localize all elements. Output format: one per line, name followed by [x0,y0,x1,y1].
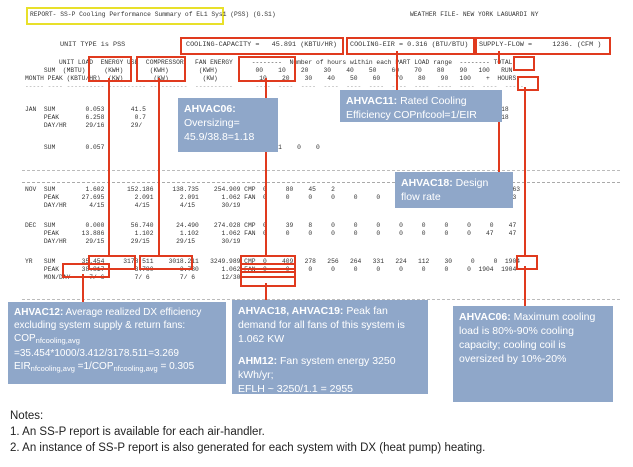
cooling-capacity: COOLING-CAPACITY = 45.891 (KBTU/HR) [186,41,337,49]
unit-load-highlight [88,56,132,82]
oversize-connector [524,266,526,306]
callout-ahvac12-text: Average realized DX efficiency excluding… [14,307,202,344]
callout-ahvac12-title: AHVAC12: [14,307,64,318]
header-line-4: ----- ---- ---------- ---------- -------… [25,83,524,90]
callout-ahvac18-text: Design flow rate [401,177,489,203]
yr-fan-date-highlight [240,271,296,287]
note-item-1: 1. An SS-P report is available for each … [10,426,265,438]
header-line-3: MONTH PEAK (KBTU/HR) (KW) (KW) (KW) 10 2… [25,75,517,82]
callout-ahvac11-title: AHVAC11: [346,95,398,107]
callout-ahvac12: AHVAC12: Average realized DX efficiency … [8,302,226,384]
cooling-eir: COOLING-EIR = 0.316 (BTU/BTU) [350,41,469,49]
part-load-90-highlight [517,76,539,91]
cooling-eir-connector [396,51,398,91]
callout-ahm12-text: Fan system energy 3250 kWh/yr; [238,355,396,381]
yr-energy-highlight [139,255,193,270]
report-title-highlight [26,7,224,25]
energy-use-highlight [136,56,186,82]
callout-ahvac06b-title: AHVAC06: [459,311,511,323]
header-line-2: SUM (MBTU) (KWH) (KWH) (KWH) 00 10 20 30… [25,67,513,74]
callout-ahvac11: AHVAC11: Rated Cooling Efficiency COPnfc… [340,90,502,122]
yr-peak-highlight [62,263,110,278]
callout-ahvac18-flow: AHVAC18: Design flow rate [395,172,513,208]
energy-use-connector [158,78,160,255]
dec-dayhr-row: DAY/HR 29/15 29/15 29/15 30/19 [25,238,241,245]
callout-ahvac18-19-ahm12: AHVAC18, AHVAC19: Peak fan demand for al… [232,300,428,395]
callout-ahm12-title: AHM12: [238,355,278,367]
unit-load-connector [108,78,110,255]
unit-type: UNIT TYPE is PSS [60,41,126,49]
cooling-eir-highlight [346,37,475,55]
callout-ahvac06-title: AHVAC06: [184,103,236,115]
supply-flow: SUPPLY-FLOW = 1236. (CFM ) [479,41,602,49]
header-line-1: UNIT LOAD ENERGY USE COMPRESSOR FAN ENER… [25,59,513,66]
fan-energy-connector [265,78,267,255]
callout-ahvac12-eir-mid: =1/COP [74,361,114,372]
yr-fan-peak-highlight [240,263,296,278]
note-item-2: 2. An instance of SS-P report is also ge… [10,442,486,454]
peak-connector [82,274,84,302]
callout-ahvac18-title: AHVAC18: [401,177,453,189]
part-load-connector [524,87,526,255]
fan-energy-highlight [238,56,296,82]
callout-ahvac06b-text: Maximum cooling load is 80%-90% cooling … [459,311,596,365]
callout-ahvac11-text: Rated Cooling Efficiency COPnfcool=1/EIR [346,95,477,121]
callout-ahvac12-eir-value: = 0.305 [157,361,195,372]
callout-ahvac06-max-load: AHVAC06: Maximum cooling load is 80%-90%… [453,306,613,402]
yr-part-load-highlight [516,255,538,270]
report-top-section [22,6,620,171]
callout-ahvac06-oversizing: AHVAC06: Oversizing= 45.9/38.8=1.18 [178,98,278,152]
dec-sum-row: DEC SUM 0.000 56.740 24.490 274.028 CMP … [25,222,517,229]
callout-ahm12-eflh: EFLH ~ 3250/1.1 = 2955 [238,383,354,395]
report-mid-section [22,182,620,300]
part-load-80-highlight [513,56,535,71]
nov-dayhr-row: DAY/HR 4/15 4/15 4/15 30/19 [25,202,241,209]
yr-fan-energy-highlight [240,255,296,270]
notes-section: Notes: 1. An SS-P report is available fo… [10,408,485,456]
yr-monday-row: MON/DAY 7/ 6 7/ 6 7/ 6 12/30 [25,274,241,281]
callout-ahvac12-eir-label: EIR [14,361,31,372]
notes-heading: Notes: [10,410,44,422]
report-title: REPORT- SS-P Cooling Performance Summary… [30,11,276,18]
callout-ahvac1819-title: AHVAC18, AHVAC19: [238,305,344,317]
dec-peak-row: PEAK 13.886 1.102 1.102 1.062 FAN 0 0 0 … [25,230,517,237]
callout-ahvac1819-text: Peak fan demand for all fans of this sys… [238,305,405,345]
weather-file: WEATHER FILE- NEW YORK LAGUARDI NY [410,11,539,18]
callout-ahvac12-cop: =35.454*1000/3.412/3178.511=3.269 [14,348,179,359]
supply-flow-connector-top [498,51,500,64]
callout-ahvac06-text: Oversizing= 45.9/38.8=1.18 [184,117,255,143]
supply-flow-connector-v [498,122,500,172]
callout-ahvac12-sub3: nfcooling,avg [113,364,158,373]
callout-ahvac12-sub1: nfcooling,avg [35,336,80,345]
yr-unit-load-highlight [88,255,136,270]
fan-peak-connector [265,283,267,300]
supply-flow-highlight [475,37,611,55]
callout-ahvac12-sub2: nfcooling,avg [30,364,75,373]
yr-sum-row: YR SUM 35.454 3178.511 3018.211 3249.989… [25,258,521,265]
cooling-capacity-highlight [180,37,344,55]
